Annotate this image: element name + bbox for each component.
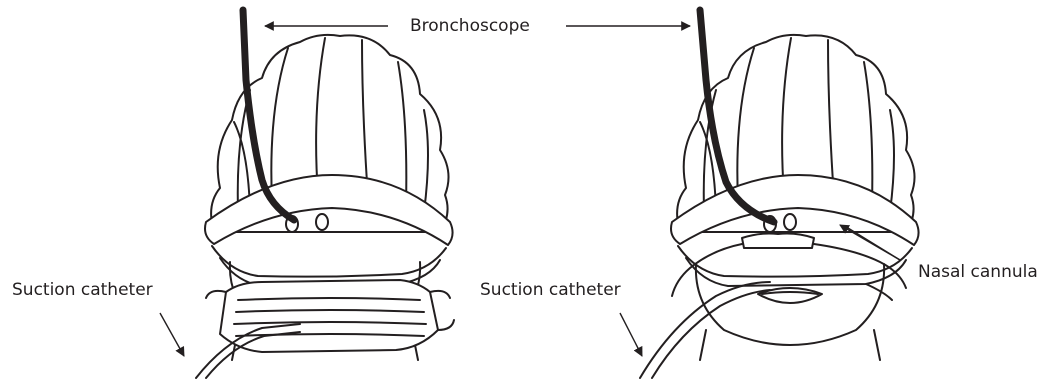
- suction-catheter-label-left: Suction catheter: [12, 282, 153, 299]
- bronchoscope-label: Bronchoscope: [410, 18, 530, 35]
- left-figure: [196, 35, 454, 378]
- suction-catheter-label-right: Suction catheter: [480, 282, 621, 299]
- right-figure: [640, 35, 919, 378]
- nasal-cannula-label: Nasal cannula: [918, 264, 1038, 281]
- right-nasal-cannula: [742, 234, 814, 249]
- suction-arrow-left: [160, 313, 184, 356]
- suction-arrow-right: [620, 313, 642, 356]
